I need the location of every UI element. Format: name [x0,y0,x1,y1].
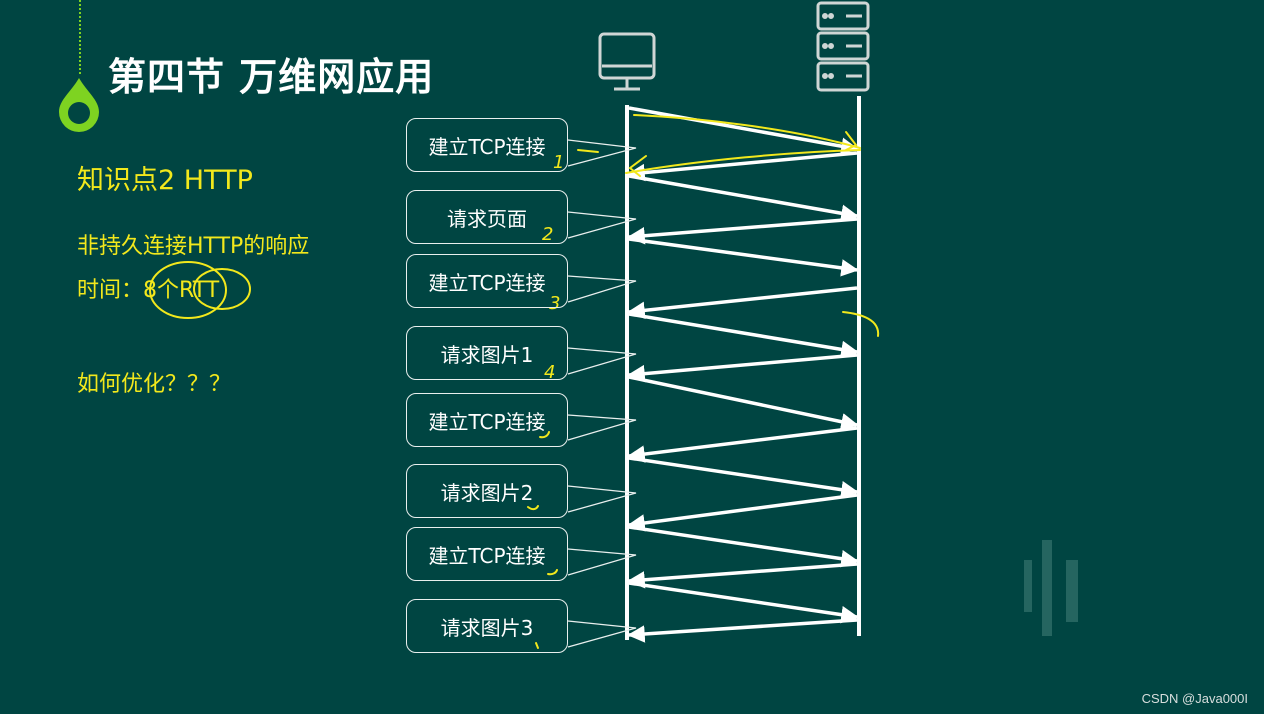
rtt7-reply-arrow [627,562,858,589]
annotation-number: 3 [549,293,560,314]
rtt8-request-arrow [628,581,859,624]
background-logo-icon [1024,540,1078,636]
response-time-label: 非持久连接HTTP的响应 [77,234,310,259]
rtt8-reply-arrow [627,618,858,643]
step-box-tcp-4: 建立TCP连接 [406,527,568,581]
annotation-number: 2 [542,224,553,245]
handwritten-annotations [149,114,880,649]
rtt3-request-arrow [628,237,859,277]
step-box-tcp-1: 建立TCP连接 [406,118,568,172]
knowledge-point-heading: 知识点2 HTTP [77,165,253,196]
rtt3-reply-arrow [627,286,858,320]
rtt6-request-arrow [628,456,859,499]
drop-marker-icon [59,78,99,132]
step-box-request-image-3: 请求图片3 [406,599,568,653]
csdn-watermark: CSDN @Java000I [1141,691,1248,706]
step-box-request-page: 请求页面 [406,190,568,244]
slide-title: 第四节 万维网应用 [108,55,435,99]
step-box-tcp-2: 建立TCP连接 [406,254,568,308]
step-box-tcp-3: 建立TCP连接 [406,393,568,447]
desktop-monitor-icon [598,32,656,91]
rtt6-reply-arrow [627,493,858,532]
decorative-dotted-line [79,0,81,74]
rtt1-reply-arrow [627,151,858,182]
annotation-number: 4 [544,362,555,383]
callout-pointers [567,139,637,648]
rtt-count: 8个RTT [143,278,220,303]
rtt5-request-arrow [628,375,859,431]
rtt2-request-arrow [628,174,859,222]
rtt7-request-arrow [628,525,859,568]
server-rack-icon [816,1,870,92]
rtt5-reply-arrow [627,426,858,463]
rtt4-request-arrow [628,312,859,359]
step-box-request-image-1: 请求图片1 [406,326,568,380]
rtt4-reply-arrow [627,353,858,383]
rtt1-request-arrow [628,106,859,155]
response-time-prefix: 时间： [77,278,144,303]
response-time-value-line: 时间：8个RTT [77,272,219,304]
message-arrows [627,106,859,643]
step-box-request-image-2: 请求图片2 [406,464,568,518]
optimization-question: 如何优化？？？ [77,372,232,397]
rtt2-reply-arrow [627,217,858,245]
